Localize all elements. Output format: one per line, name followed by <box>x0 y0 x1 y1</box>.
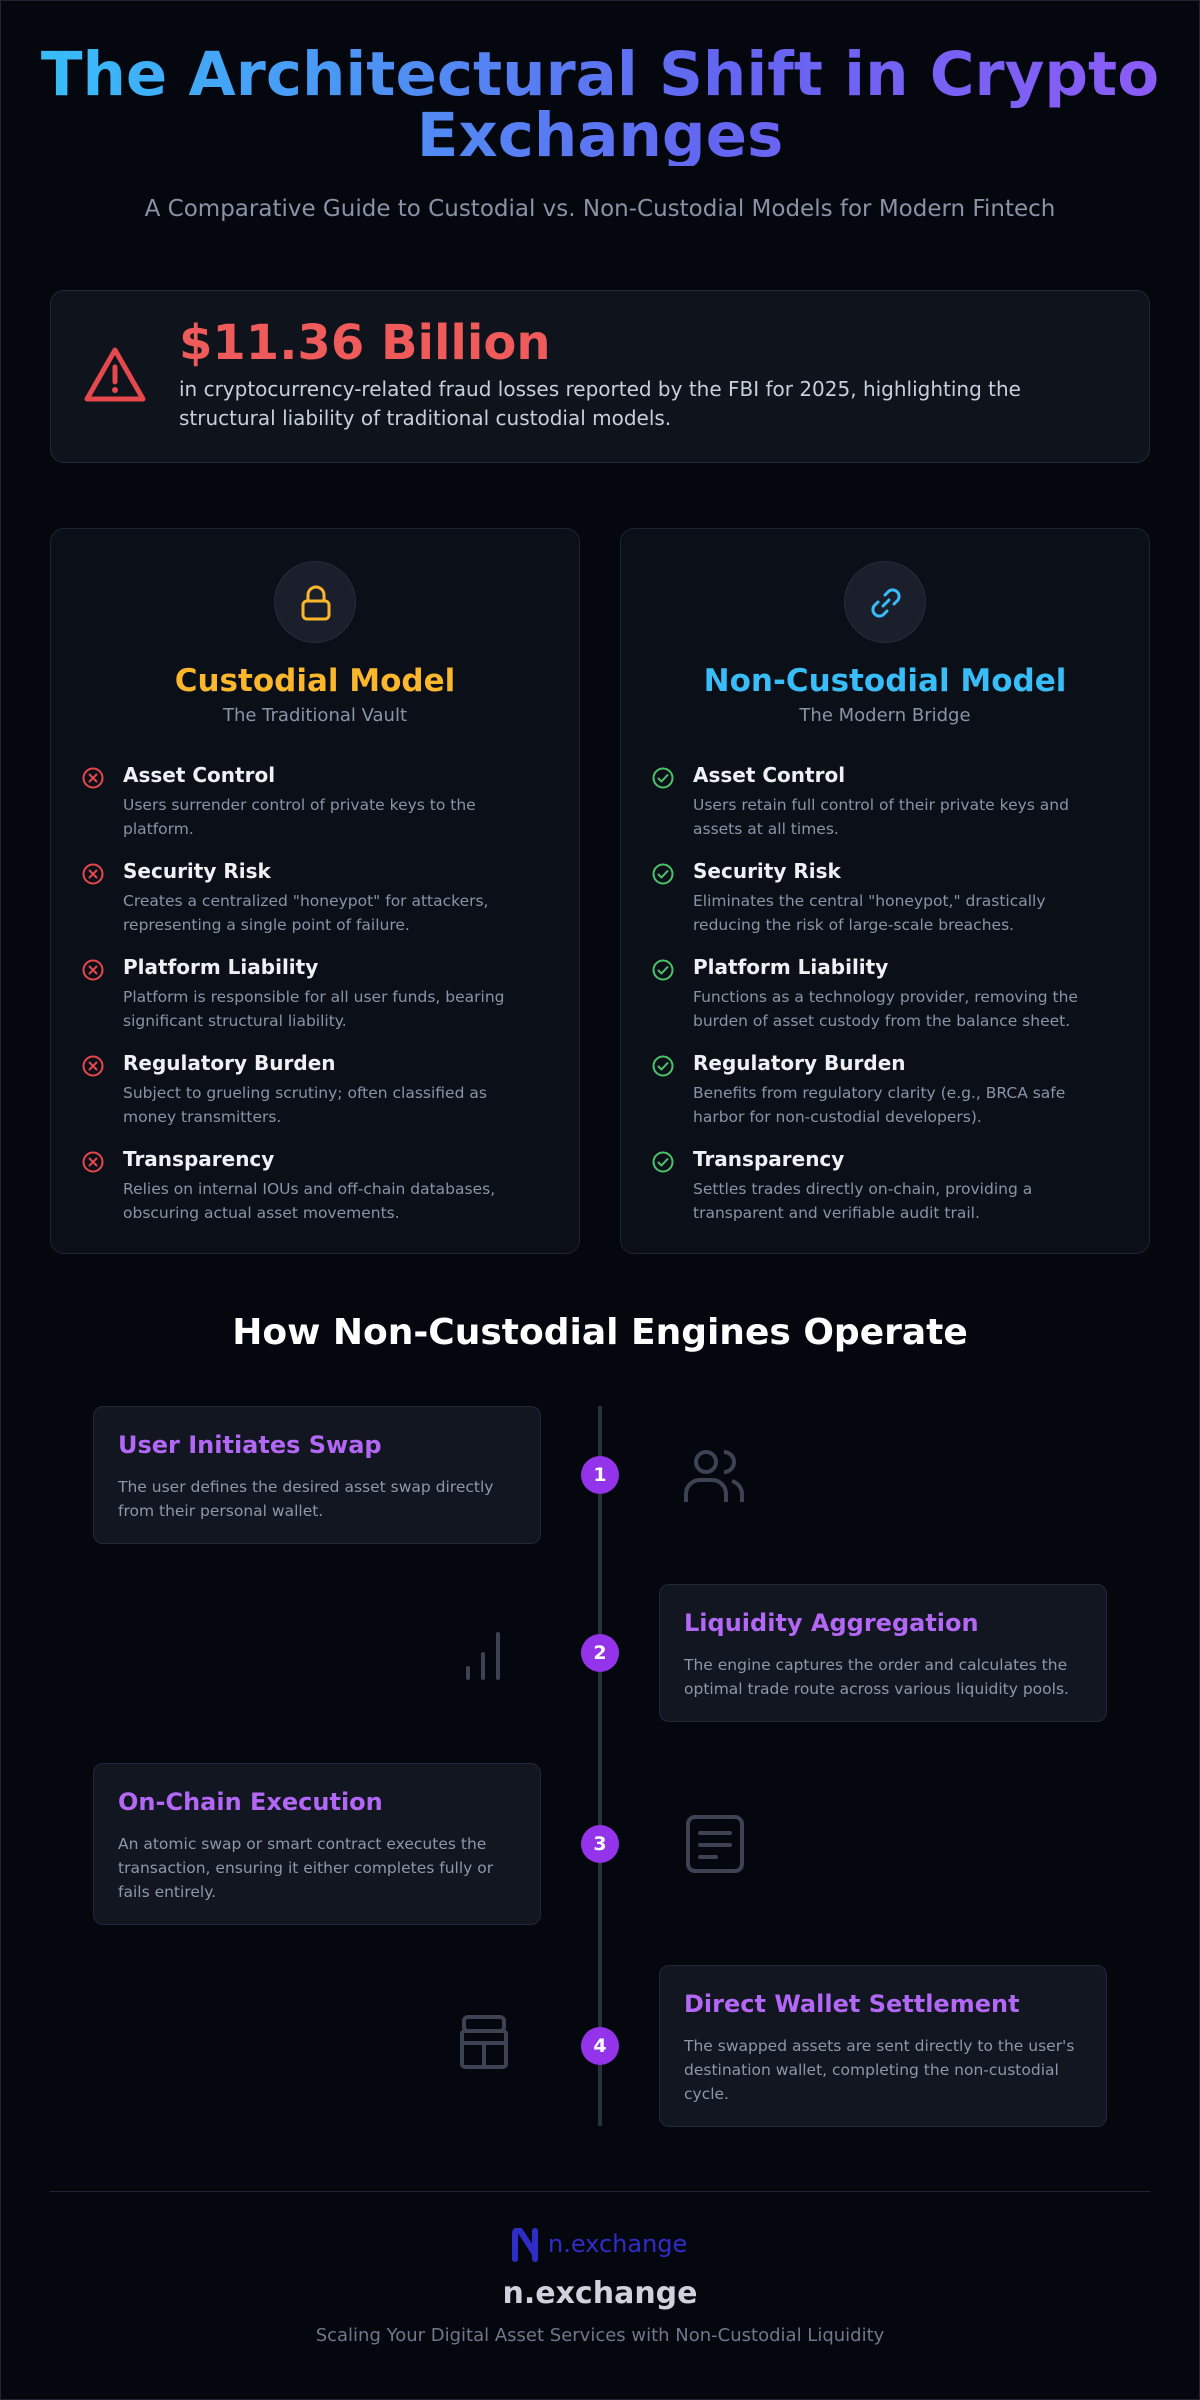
step-card: Direct Wallet Settlement The swapped ass… <box>659 1965 1107 2127</box>
fraud-loss-figure: $11.36 Billion <box>179 315 551 371</box>
footer-brand-name: n.exchange <box>502 2276 698 2311</box>
step-description: The swapped assets are sent directly to … <box>684 2037 1075 2103</box>
check-circle-icon <box>651 862 675 886</box>
feature-description: Platform is responsible for all user fun… <box>123 988 505 1030</box>
feature-description: Users surrender control of private keys … <box>123 796 476 838</box>
users-icon <box>680 1446 750 1510</box>
feature-title: Asset Control <box>693 763 846 787</box>
noncustodial-subtitle: The Modern Bridge <box>799 705 971 726</box>
custodial-badge <box>274 561 356 643</box>
check-circle-icon <box>651 1150 675 1174</box>
feature-title: Asset Control <box>123 763 276 787</box>
step-number: 2 <box>581 1634 619 1672</box>
page-subtitle: A Comparative Guide to Custodial vs. Non… <box>144 196 1056 222</box>
feature-title: Security Risk <box>693 859 841 883</box>
feature-description: Settles trades directly on-chain, provid… <box>693 1180 1033 1222</box>
step-card: User Initiates Swap The user defines the… <box>93 1406 541 1544</box>
fraud-loss-description: in cryptocurrency-related fraud losses r… <box>179 377 1021 430</box>
step-card: On-Chain Execution An atomic swap or sma… <box>93 1763 541 1925</box>
step-number: 3 <box>581 1825 619 1863</box>
custodial-subtitle: The Traditional Vault <box>222 705 408 726</box>
bar-chart-icon <box>462 1628 506 1684</box>
feature-title: Transparency <box>693 1147 845 1171</box>
step-title: Liquidity Aggregation <box>684 1609 979 1637</box>
document-icon <box>684 1813 746 1879</box>
step-description: The engine captures the order and calcul… <box>684 1656 1069 1698</box>
step-card: Liquidity Aggregation The engine capture… <box>659 1584 1107 1722</box>
x-circle-icon <box>81 958 105 982</box>
timeline-line <box>598 1406 602 2126</box>
step-title: User Initiates Swap <box>118 1431 382 1459</box>
page-title: The Architectural Shift in Crypto Exchan… <box>40 39 1160 171</box>
check-circle-icon <box>651 766 675 790</box>
feature-description: Relies on internal IOUs and off-chain da… <box>123 1180 496 1222</box>
feature-title: Regulatory Burden <box>693 1051 906 1075</box>
step-title: On-Chain Execution <box>118 1788 383 1816</box>
feature-description: Users retain full control of their priva… <box>693 796 1069 838</box>
noncustodial-model-card: Non-Custodial Model The Modern Bridge As… <box>620 528 1150 1254</box>
x-circle-icon <box>81 1150 105 1174</box>
feature-description: Subject to grueling scrutiny; often clas… <box>123 1084 487 1126</box>
noncustodial-title: Non-Custodial Model <box>703 663 1067 699</box>
step-description: An atomic swap or smart contract execute… <box>118 1835 494 1901</box>
check-circle-icon <box>651 958 675 982</box>
brand-logo[interactable]: n.exchange <box>512 2228 688 2264</box>
wallet-icon <box>458 2013 510 2075</box>
fraud-alert-banner: $11.36 Billion in cryptocurrency-related… <box>50 290 1150 463</box>
feature-description: Benefits from regulatory clarity (e.g., … <box>693 1084 1066 1126</box>
warning-triangle-icon <box>83 345 147 405</box>
feature-title: Transparency <box>123 1147 275 1171</box>
feature-title: Security Risk <box>123 859 271 883</box>
noncustodial-badge <box>844 561 926 643</box>
link-icon <box>871 588 901 618</box>
step-description: The user defines the desired asset swap … <box>118 1478 494 1520</box>
x-circle-icon <box>81 862 105 886</box>
x-circle-icon <box>81 766 105 790</box>
custodial-title: Custodial Model <box>174 663 456 699</box>
step-number: 4 <box>581 2027 619 2065</box>
logo-wordmark: n.exchange <box>548 2230 688 2258</box>
feature-description: Creates a centralized "honeypot" for att… <box>123 892 489 934</box>
footer-divider <box>50 2191 1150 2192</box>
footer-tagline: Scaling Your Digital Asset Services with… <box>315 2325 885 2346</box>
lock-icon <box>301 585 331 621</box>
custodial-model-card: Custodial Model The Traditional Vault As… <box>50 528 580 1254</box>
step-title: Direct Wallet Settlement <box>684 1990 1020 2018</box>
feature-description: Functions as a technology provider, remo… <box>693 988 1078 1030</box>
check-circle-icon <box>651 1054 675 1078</box>
x-circle-icon <box>81 1054 105 1078</box>
step-number: 1 <box>581 1456 619 1494</box>
feature-description: Eliminates the central "honeypot," drast… <box>693 892 1046 934</box>
section-title: How Non-Custodial Engines Operate <box>232 1312 968 1353</box>
feature-title: Platform Liability <box>123 955 319 979</box>
feature-title: Platform Liability <box>693 955 889 979</box>
n-logo-icon <box>512 2228 538 2262</box>
feature-title: Regulatory Burden <box>123 1051 336 1075</box>
